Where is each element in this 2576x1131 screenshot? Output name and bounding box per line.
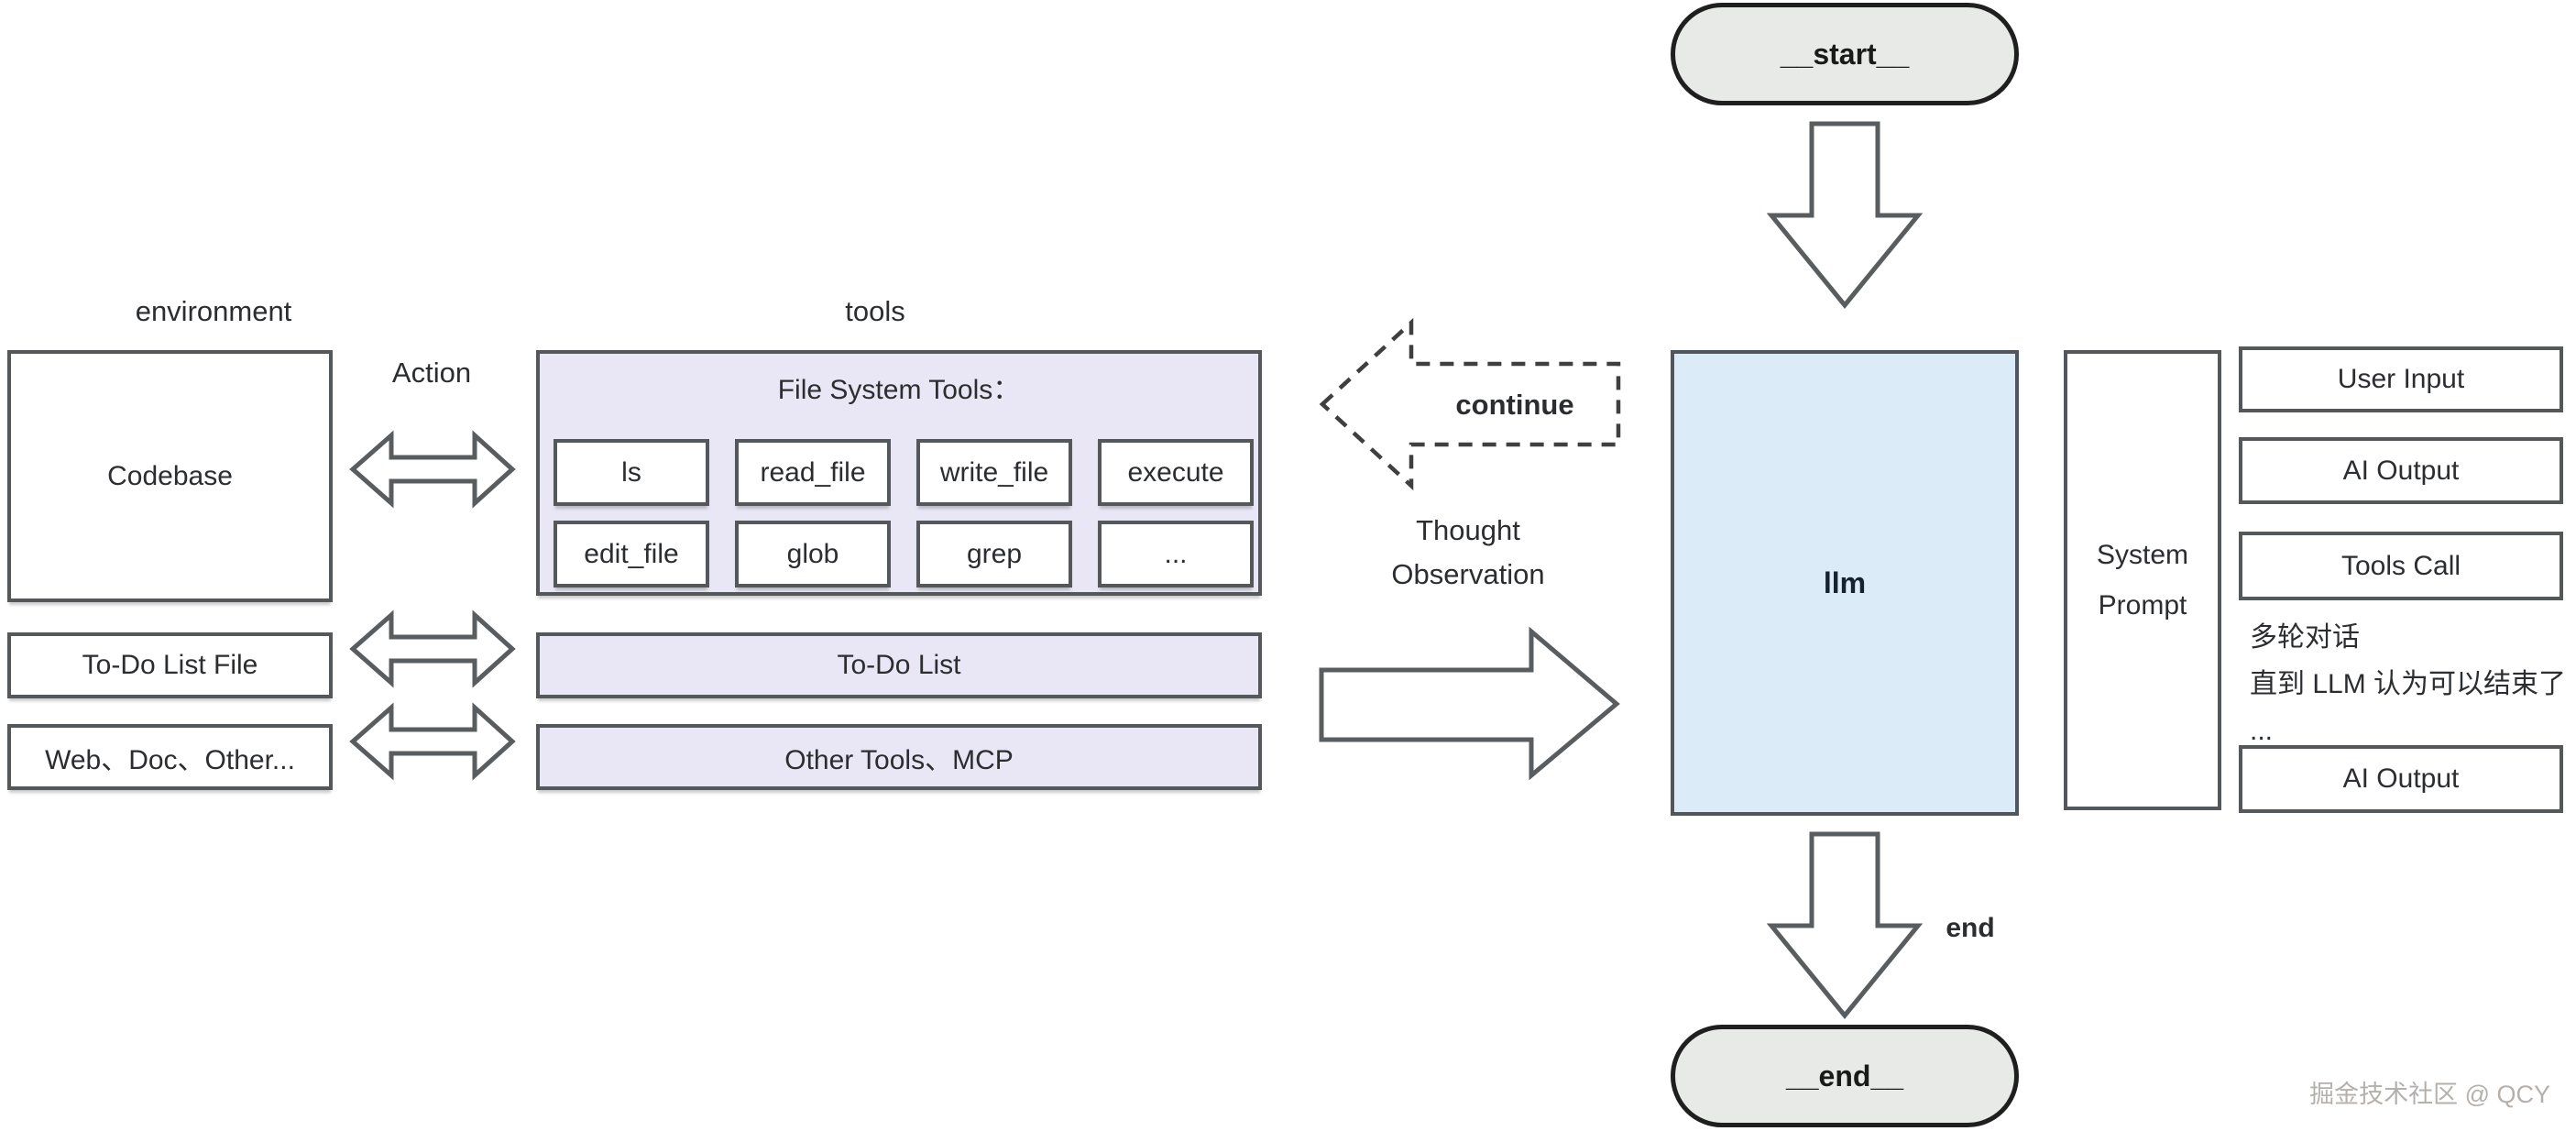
- note-line-2: 直到 LLM 认为可以结束了: [2250, 669, 2567, 699]
- tools-call-label: Tools Call: [2340, 550, 2461, 581]
- end-node-label: __end__: [1785, 1059, 1904, 1093]
- start-node: __start__: [1671, 3, 2019, 105]
- todo-list-file-label: To-Do List File: [82, 650, 258, 680]
- observation-label: Observation: [1391, 558, 1545, 590]
- todo-list-file-box: To-Do List File: [7, 632, 333, 698]
- file-system-tools-title: File System Tools：: [777, 375, 1021, 405]
- start-node-label: __start__: [1780, 37, 1910, 71]
- ai-output-box: AI Output: [2239, 437, 2563, 504]
- user-input-label: User Input: [2337, 364, 2465, 394]
- llm-node: llm: [1671, 350, 2019, 816]
- todo-list-bar-label: To-Do List: [837, 650, 961, 680]
- ai-output-last-box: AI Output: [2239, 745, 2563, 813]
- end-edge-label: end: [1946, 913, 1995, 943]
- watermark: 掘金技术社区 @ QCY: [2309, 1081, 2550, 1108]
- thought-observation-arrow: [1319, 626, 1620, 781]
- ai-output-last-label: AI Output: [2342, 763, 2460, 794]
- tool-label-ls: ls: [621, 456, 641, 488]
- tool-box-read-file: read_file: [735, 439, 891, 506]
- tools-label: tools: [845, 295, 905, 327]
- multi-turn-notes: 多轮对话 直到 LLM 认为可以结束了 ...: [2250, 614, 2571, 754]
- system-prompt-box: System Prompt: [2064, 350, 2221, 810]
- web-doc-other-box: Web、Doc、Other...: [7, 724, 333, 790]
- tool-label-grep: grep: [966, 538, 1023, 569]
- action-label: Action: [391, 357, 472, 389]
- tool-box-more: ...: [1098, 521, 1254, 587]
- tool-label-glob: glob: [786, 538, 839, 569]
- codebase-box: Codebase: [7, 350, 333, 602]
- tool-box-glob: glob: [735, 521, 891, 587]
- tool-label-more: ...: [1164, 538, 1188, 569]
- note-line-3: ...: [2250, 716, 2274, 746]
- thought-label: Thought: [1416, 514, 1520, 546]
- other-tools-mcp-bar: Other Tools、MCP: [536, 724, 1262, 790]
- tool-label-read-file: read_file: [760, 456, 866, 488]
- codebase-tools-double-arrow: [349, 430, 516, 509]
- codebase-label: Codebase: [107, 460, 233, 491]
- llm-node-label: llm: [1823, 566, 1867, 599]
- user-input-box: User Input: [2239, 346, 2563, 412]
- web-other-double-arrow: [349, 702, 516, 781]
- continue-arrow: [1319, 317, 1621, 491]
- tool-box-ls: ls: [554, 439, 709, 506]
- tools-call-box: Tools Call: [2239, 532, 2563, 600]
- other-tools-mcp-label: Other Tools、MCP: [784, 745, 1014, 775]
- system-prompt-label: System Prompt: [2096, 539, 2189, 621]
- tool-box-write-file: write_file: [916, 439, 1072, 506]
- end-node: __end__: [1671, 1025, 2019, 1127]
- tool-box-execute: execute: [1098, 439, 1254, 506]
- web-doc-other-label: Web、Doc、Other...: [45, 745, 295, 775]
- tool-label-write-file: write_file: [939, 456, 1049, 488]
- ai-output-label: AI Output: [2342, 455, 2460, 486]
- tool-label-edit-file: edit_file: [584, 538, 679, 569]
- llm-to-end-arrow: [1766, 831, 1924, 1019]
- environment-label: environment: [135, 295, 292, 327]
- todo-list-bar: To-Do List: [536, 632, 1262, 698]
- tool-box-edit-file: edit_file: [554, 521, 709, 587]
- tool-label-execute: execute: [1127, 456, 1224, 488]
- continue-edge-label: continue: [1455, 389, 1574, 421]
- start-to-llm-arrow: [1766, 121, 1924, 309]
- todo-double-arrow: [349, 609, 516, 688]
- note-line-1: 多轮对话: [2250, 622, 2360, 653]
- tool-box-grep: grep: [916, 521, 1072, 587]
